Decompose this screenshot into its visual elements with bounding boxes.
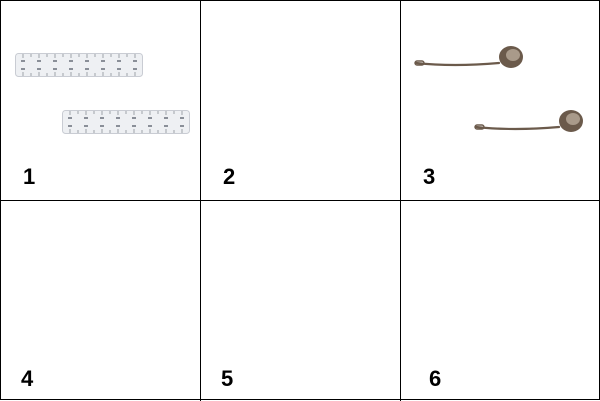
grid-cell-5[interactable]: 5 — [201, 201, 400, 400]
ruler-icon — [15, 53, 143, 77]
ruler-icon — [62, 110, 190, 134]
grid-cell-1[interactable]: 1 — [1, 1, 200, 200]
cell-number: 2 — [223, 164, 236, 189]
ladle-icon — [474, 110, 583, 132]
grid-cell-4[interactable]: 4 — [1, 201, 200, 400]
cell-number: 1 — [23, 164, 36, 189]
cell-number: 3 — [423, 164, 436, 189]
grid-divider — [1, 200, 600, 201]
grid-divider — [400, 1, 401, 401]
grid-cell-3[interactable]: 3 — [401, 1, 600, 200]
grid-cell-6[interactable]: 6 — [401, 201, 600, 400]
grid-cell-2[interactable]: 2 — [201, 1, 400, 200]
cell-number: 6 — [429, 366, 442, 391]
cell-number: 5 — [221, 366, 234, 391]
cell-number: 4 — [21, 366, 34, 391]
grid-divider — [200, 1, 201, 401]
ladle-icon — [414, 46, 523, 68]
